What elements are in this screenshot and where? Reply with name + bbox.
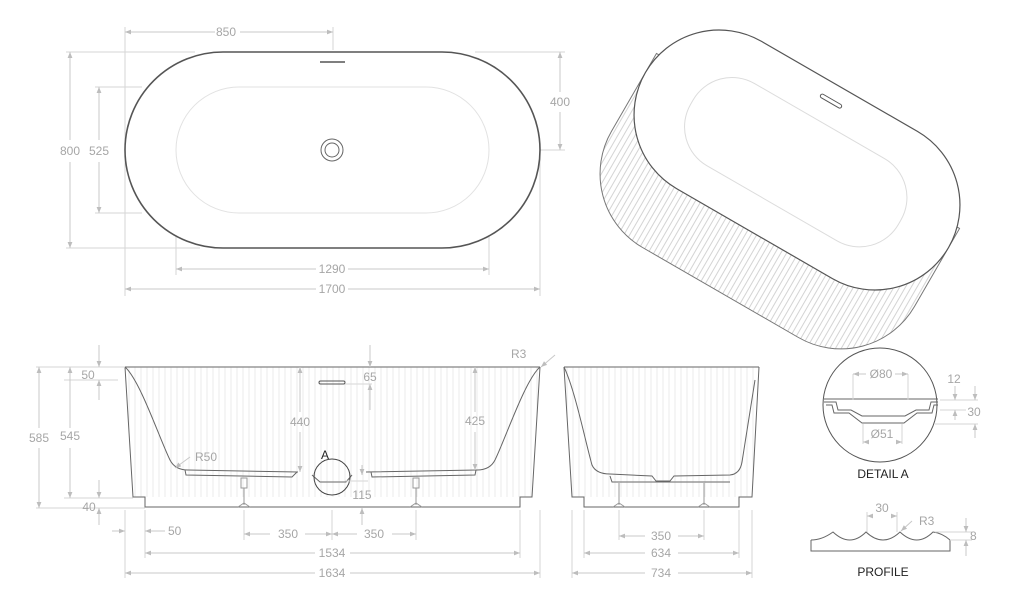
dim-734: 734 <box>651 566 671 580</box>
tub-basin-outline <box>175 86 490 214</box>
dim-d80: Ø80 <box>870 367 893 381</box>
dim-50-rim: 50 <box>81 368 95 382</box>
dim-850: 850 <box>216 25 236 39</box>
dim-400: 400 <box>550 95 570 109</box>
dim-350-left: 350 <box>278 527 298 541</box>
dim-50-inset: 50 <box>168 524 182 538</box>
detail-a-label: A <box>321 448 329 462</box>
dim-r3: R3 <box>511 347 527 361</box>
dim-585: 585 <box>29 431 49 445</box>
dim-525: 525 <box>89 144 109 158</box>
dim-1634: 1634 <box>319 566 346 580</box>
top-view: 850 800 525 400 1290 1700 <box>60 25 570 296</box>
dim-1700: 1700 <box>319 282 346 296</box>
profile: 30 R3 8 PROFILE <box>810 501 977 579</box>
profile-title: PROFILE <box>857 565 908 579</box>
dim-350-right: 350 <box>364 527 384 541</box>
drain-inner <box>324 142 340 158</box>
drain-outer <box>320 138 344 162</box>
dim-634: 634 <box>651 546 671 560</box>
detail-a: Ø80 Ø51 12 30 DETAIL A <box>822 347 981 481</box>
dim-pitch-30: 30 <box>875 501 889 515</box>
dim-8: 8 <box>970 529 977 543</box>
tub-top-outline <box>124 51 541 249</box>
isometric-view <box>599 29 961 350</box>
dim-d51: Ø51 <box>871 427 894 441</box>
dim-545: 545 <box>60 429 80 443</box>
dim-115: 115 <box>352 488 371 502</box>
dim-r50: R50 <box>195 450 217 464</box>
dim-profile-r3: R3 <box>919 514 935 528</box>
iso-rim <box>633 29 961 291</box>
dim-65: 65 <box>363 370 377 384</box>
dim-40: 40 <box>82 500 96 514</box>
dim-side-350: 350 <box>651 529 671 543</box>
dim-440: 440 <box>290 415 310 429</box>
dim-30-detail: 30 <box>967 405 981 419</box>
detail-a-title: DETAIL A <box>857 467 908 481</box>
dim-1290: 1290 <box>319 262 346 276</box>
detail-a-marker <box>313 458 351 496</box>
dim-12: 12 <box>947 372 961 386</box>
dim-425: 425 <box>465 414 485 428</box>
dim-1534: 1534 <box>319 546 346 560</box>
side-view: 350 634 734 <box>563 366 760 580</box>
dim-800: 800 <box>60 144 80 158</box>
front-view: A 585 545 50 40 <box>29 345 556 580</box>
